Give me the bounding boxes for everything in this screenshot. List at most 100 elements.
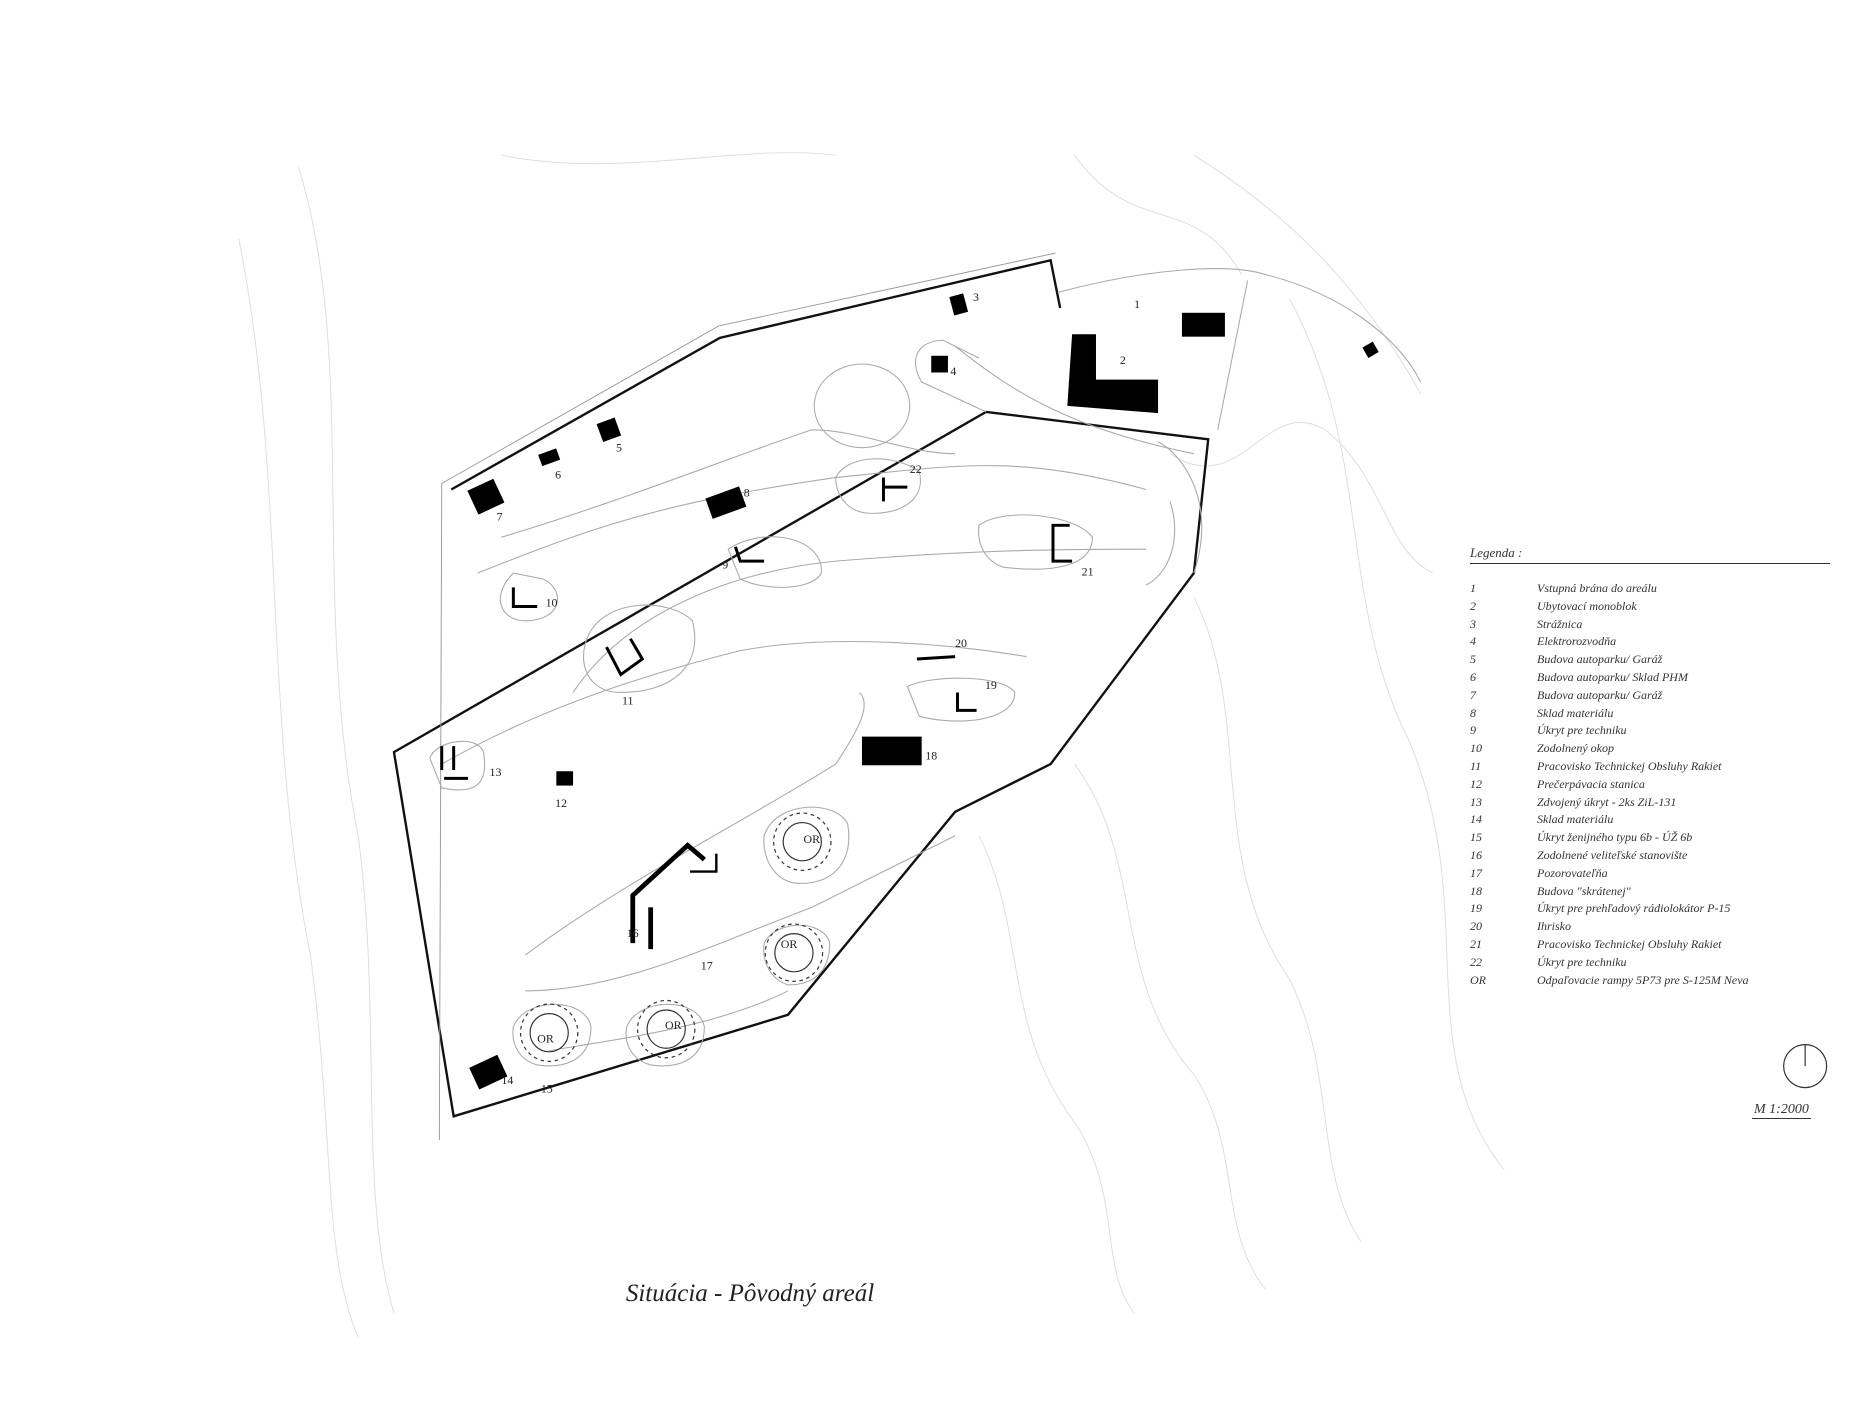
- legend-item-number: 22: [1470, 954, 1482, 969]
- legend-item-label: Budova "skrátenej": [1537, 883, 1631, 898]
- contour-lines: [238, 152, 1505, 1338]
- legend-item-number: 11: [1470, 758, 1482, 773]
- legend-item-label: Pracovisko Technickej Obsluhy Rakiet: [1537, 936, 1722, 951]
- roads: [429, 268, 1422, 1067]
- map-label: OR: [665, 1018, 682, 1032]
- legend: Legenda : 1 Vstupná brána do areálu 2 Ubyto…: [1470, 545, 1830, 989]
- legend-item-label: Prečerpávacia stanica: [1537, 776, 1645, 791]
- legend-item-number: 17: [1470, 865, 1482, 880]
- drawing-title: Situácia - Pôvodný areál: [625, 1280, 875, 1307]
- legend-item: 21 Pracovisko Technickej Obsluhy Rakiet: [1470, 936, 1830, 954]
- legend-item-number: 12: [1470, 776, 1482, 791]
- legend-item-number: 21: [1470, 936, 1482, 951]
- map-label: 5: [616, 440, 622, 454]
- map-label: 13: [489, 765, 501, 779]
- legend-item-number: 4: [1470, 634, 1476, 649]
- map-label: 6: [555, 468, 561, 482]
- legend-item: OR Odpaľovacie rampy 5P73 pre S-125M Neva: [1470, 972, 1830, 990]
- legend-item: 16 Zodolnené veliteľské stanovište: [1470, 847, 1830, 865]
- legend-item-label: Pracovisko Technickej Obsluhy Rakiet: [1537, 758, 1722, 773]
- legend-item-label: Strážnica: [1537, 616, 1583, 631]
- legend-title: Legenda :: [1470, 545, 1830, 564]
- map-label: 22: [910, 462, 922, 476]
- map-label: 12: [555, 796, 567, 810]
- launch-ramps: [519, 812, 832, 1062]
- legend-item: 7 Budova autoparku/ Garáž: [1470, 687, 1830, 705]
- legend-item-number: 5: [1470, 652, 1476, 667]
- map-label: 9: [722, 557, 728, 571]
- legend-item-number: 10: [1470, 741, 1482, 756]
- map-label: OR: [803, 832, 820, 846]
- legend-item-number: 19: [1470, 901, 1482, 916]
- legend-item-number: 7: [1470, 687, 1476, 702]
- map-label: 16: [627, 926, 639, 940]
- structures: [440, 477, 1073, 950]
- legend-item-number: 6: [1470, 669, 1476, 684]
- legend-item-number: 13: [1470, 794, 1482, 809]
- map-label: 14: [501, 1073, 513, 1087]
- legend-item-number: 15: [1470, 830, 1482, 845]
- map-label: 20: [955, 636, 967, 650]
- map-label: 21: [1082, 564, 1094, 578]
- legend-item-label: Sklad materiálu: [1537, 705, 1614, 720]
- legend-item: 1 Vstupná brána do areálu: [1470, 580, 1830, 598]
- map-label: OR: [781, 937, 798, 951]
- legend-item: 18 Budova "skrátenej": [1470, 883, 1830, 901]
- map-label: 17: [701, 958, 713, 972]
- site-boundary: [392, 252, 1210, 1141]
- legend-item-label: Zodolnené veliteľské stanovište: [1537, 847, 1688, 862]
- map-label: 8: [744, 486, 750, 500]
- legend-item: 6 Budova autoparku/ Sklad PHM: [1470, 669, 1830, 687]
- map-label: 2: [1120, 353, 1126, 367]
- legend-item: 10 Zodolnený okop: [1470, 740, 1830, 758]
- legend-item-label: Úkryt pre techniku: [1537, 723, 1627, 738]
- map-label: 11: [622, 693, 634, 707]
- legend-item-number: 3: [1470, 616, 1476, 631]
- legend-item-label: Vstupná brána do areálu: [1537, 581, 1657, 595]
- legend-item-number: 1: [1470, 581, 1476, 595]
- legend-item: 14 Sklad materiálu: [1470, 811, 1830, 829]
- legend-item-label: Zodolnený okop: [1537, 741, 1614, 756]
- legend-item-label: Sklad materiálu: [1537, 812, 1614, 827]
- scale-label: M 1:2000: [1752, 1102, 1811, 1119]
- legend-item-label: Elektrorozvodňa: [1537, 634, 1617, 649]
- map-label: 3: [973, 290, 979, 304]
- map-label: 15: [541, 1081, 553, 1095]
- legend-item-label: Budova autoparku/ Sklad PHM: [1537, 669, 1688, 684]
- legend-item-number: 8: [1470, 705, 1476, 720]
- legend-item-number: 2: [1470, 598, 1476, 613]
- legend-item-label: Ihrisko: [1537, 919, 1571, 934]
- legend-item: 5 Budova autoparku/ Garáž: [1470, 651, 1830, 669]
- map-labels: 12345678910111213141516171819202122ORORO…: [489, 290, 1140, 1096]
- legend-item-number: 14: [1470, 812, 1482, 827]
- legend-item-label: Ubytovací monoblok: [1537, 598, 1637, 613]
- map-label: OR: [537, 1031, 554, 1045]
- legend-item-label: Úkryt ženijného typu 6b - ÚŽ 6b: [1537, 830, 1693, 845]
- legend-item-label: Budova autoparku/ Garáž: [1537, 687, 1663, 702]
- map-label: 4: [950, 364, 956, 378]
- legend-item-label: Úkryt pre techniku: [1537, 954, 1627, 969]
- buildings: [467, 293, 1379, 1090]
- north-arrow-icon: [1783, 1044, 1828, 1089]
- legend-item-number: 18: [1470, 883, 1482, 898]
- legend-item-label: Odpaľovacie rampy 5P73 pre S-125M Neva: [1537, 972, 1749, 987]
- legend-item: 9 Úkryt pre techniku: [1470, 722, 1830, 740]
- legend-item-number: 16: [1470, 847, 1482, 862]
- legend-item: 19 Úkryt pre prehľadový rádiolokátor P-15: [1470, 900, 1830, 918]
- map-label: 7: [497, 510, 503, 524]
- map-label: 19: [985, 678, 997, 692]
- legend-item-label: Budova autoparku/ Garáž: [1537, 652, 1663, 667]
- map-label: 1: [1134, 297, 1140, 311]
- legend-item: 4 Elektrorozvodňa: [1470, 633, 1830, 651]
- legend-item: 3 Strážnica: [1470, 616, 1830, 634]
- legend-item: 2 Ubytovací monoblok: [1470, 598, 1830, 616]
- legend-item: 12 Prečerpávacia stanica: [1470, 776, 1830, 794]
- legend-item: 15 Úkryt ženijného typu 6b - ÚŽ 6b: [1470, 829, 1830, 847]
- legend-item-number: OR: [1470, 972, 1486, 987]
- legend-item-label: Úkryt pre prehľadový rádiolokátor P-15: [1537, 901, 1731, 916]
- legend-item: 11 Pracovisko Technickej Obsluhy Rakiet: [1470, 758, 1830, 776]
- legend-item-number: 9: [1470, 723, 1476, 738]
